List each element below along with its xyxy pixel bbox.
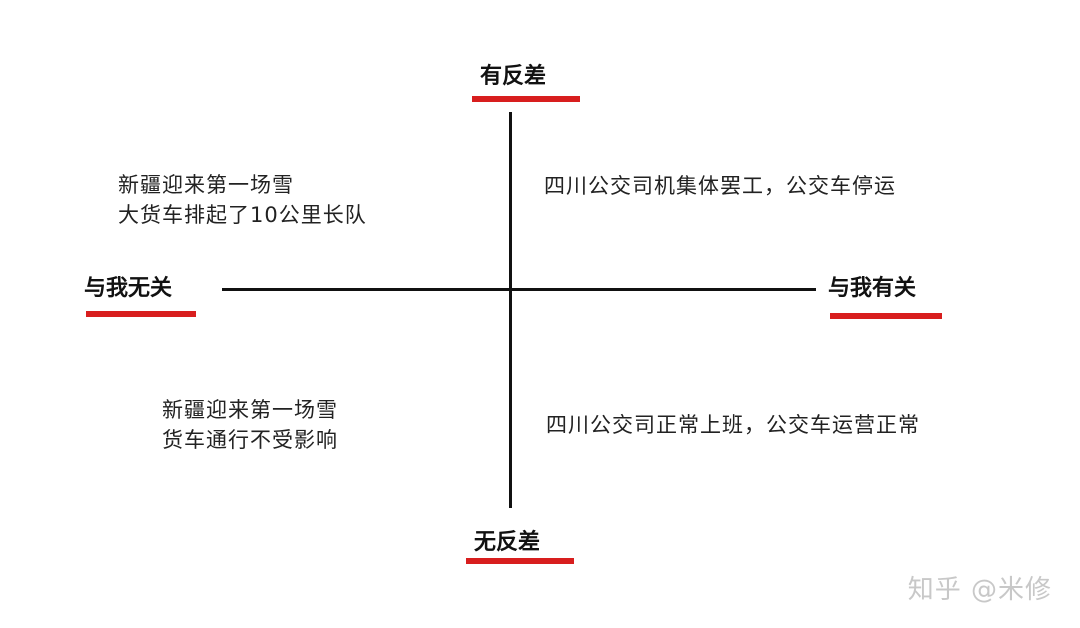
axis-label-top-underline [472,96,580,102]
axis-label-right-underline [830,313,942,319]
quadrant-bottom-right-line-1: 四川公交司正常上班，公交车运营正常 [546,413,920,437]
axis-label-bottom: 无反差 [474,530,541,555]
quadrant-top-left-text: 新疆迎来第一场雪 大货车排起了10公里长队 [118,170,367,230]
watermark: 知乎 @米修 [907,575,1052,605]
quadrant-bottom-left-line-1: 新疆迎来第一场雪 [162,398,338,422]
axis-label-top: 有反差 [480,64,547,89]
quadrant-bottom-right-text: 四川公交司正常上班，公交车运营正常 [546,410,920,440]
quadrant-bottom-left-text: 新疆迎来第一场雪 货车通行不受影响 [162,395,338,455]
quadrant-top-left-line-1: 新疆迎来第一场雪 [118,173,294,197]
quadrant-top-left-line-2: 大货车排起了10公里长队 [118,203,367,227]
axis-label-bottom-underline [466,558,574,564]
quadrant-top-right-line-1: 四川公交司机集体罢工，公交车停运 [544,174,896,198]
quadrant-bottom-left-line-2: 货车通行不受影响 [162,428,338,452]
vertical-axis-line [509,112,512,508]
axis-label-left: 与我无关 [84,276,173,301]
quadrant-top-right-text: 四川公交司机集体罢工，公交车停运 [544,171,896,201]
axis-label-left-underline [86,311,196,317]
horizontal-axis-line [222,288,816,291]
axis-label-right: 与我有关 [828,276,917,301]
